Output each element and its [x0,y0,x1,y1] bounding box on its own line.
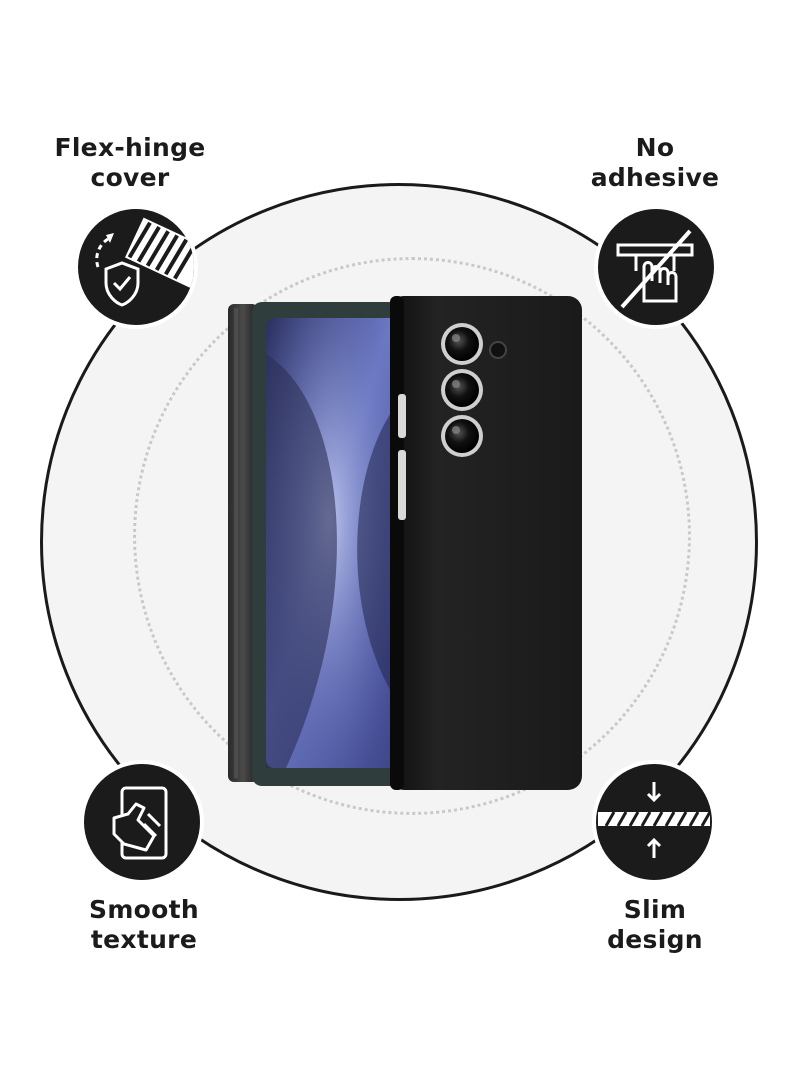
slim-layer-arrows-icon [592,760,716,884]
flex-hinge-label-line1: Flex-hinge [54,133,206,162]
slim-design-label-line2: design [607,925,703,954]
smooth-texture-label-line2: texture [90,925,198,954]
smooth-texture-label: Smooth texture [34,895,254,955]
hinge-shield-icon [74,205,198,329]
foldable-phone-with-case [228,296,582,790]
slim-design-label: Slim design [545,895,765,955]
no-adhesive-hand-icon [594,205,718,329]
flex-hinge-label-line2: cover [90,163,170,192]
flex-hinge-label: Flex-hinge cover [20,133,240,193]
slim-design-label-line1: Slim [623,895,687,924]
phone-case-illustration [226,294,586,794]
dotted-circle [133,257,691,815]
hand-touch-phone-icon [80,760,204,884]
no-adhesive-label-line2: adhesive [590,163,720,192]
no-adhesive-label: No adhesive [545,133,765,193]
smooth-texture-label-line1: Smooth [89,895,199,924]
no-adhesive-label-line1: No [635,133,675,162]
